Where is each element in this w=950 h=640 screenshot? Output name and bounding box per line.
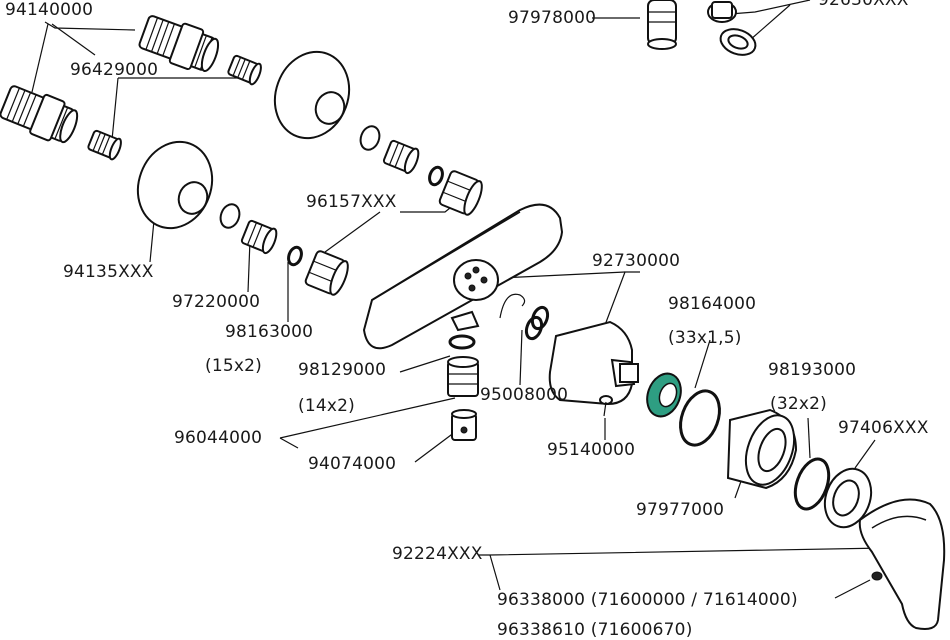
label-94140000: 94140000 bbox=[5, 0, 94, 20]
label-97220000: 97220000 bbox=[172, 292, 261, 312]
label-98164000-size: (33x1,5) bbox=[668, 328, 742, 348]
label-92630xxx: 92630XXX bbox=[818, 0, 909, 10]
label-98193000-size: (32x2) bbox=[770, 394, 827, 414]
thermostat-cartridge-92730000 bbox=[548, 320, 639, 406]
label-96044000: 96044000 bbox=[174, 428, 263, 448]
clip-95008000 bbox=[499, 293, 550, 341]
cap-97406xxx bbox=[823, 467, 873, 529]
check-valve-upper-96429000 bbox=[227, 54, 262, 86]
label-95140000: 95140000 bbox=[547, 440, 636, 460]
label-98164000: 98164000 bbox=[668, 294, 757, 314]
union-nut-upper-96157xxx bbox=[438, 170, 483, 216]
nipple-upper-97220000 bbox=[382, 139, 420, 175]
handle-92224xxx bbox=[858, 498, 946, 630]
label-98129000: 98129000 bbox=[298, 360, 387, 380]
nipple-lower-97220000 bbox=[240, 219, 278, 255]
label-97978000: 97978000 bbox=[508, 8, 597, 28]
union-nut-lower-96157xxx bbox=[304, 250, 349, 296]
oring-98164000 bbox=[679, 389, 721, 447]
label-96338000: 96338000 (71600000 / 71614000) bbox=[497, 590, 798, 610]
label-98193000: 98193000 bbox=[768, 360, 857, 380]
washer-upper bbox=[359, 125, 381, 151]
label-92224xxx: 92224XXX bbox=[392, 544, 483, 564]
oring-98193000 bbox=[793, 457, 831, 511]
check-valve-lower-96429000 bbox=[87, 129, 122, 161]
aerator-92630xxx bbox=[707, 1, 757, 56]
connector-upper-94140000 bbox=[138, 15, 220, 73]
cartridge-97978000 bbox=[647, 0, 677, 50]
rosette-upper-94135xxx bbox=[273, 50, 351, 140]
sleeve-97977000 bbox=[726, 408, 798, 490]
label-96157xxx: 96157XXX bbox=[306, 192, 397, 212]
set-screw-96338000 bbox=[871, 571, 883, 581]
label-94074000: 94074000 bbox=[308, 454, 397, 474]
insert-94074000 bbox=[451, 409, 477, 441]
label-92730000: 92730000 bbox=[592, 251, 681, 271]
label-94135xxx: 94135XXX bbox=[63, 262, 154, 282]
label-98163000: 98163000 bbox=[225, 322, 314, 342]
label-96429000: 96429000 bbox=[70, 60, 159, 80]
rosette-lower-94135xxx bbox=[136, 140, 214, 230]
oring-lower-98163000 bbox=[287, 245, 303, 267]
mixer-body bbox=[362, 203, 564, 350]
label-96338610: 96338610 (71600670) bbox=[497, 620, 693, 640]
label-97977000: 97977000 bbox=[636, 500, 725, 520]
screw-95140000 bbox=[599, 395, 613, 417]
label-97406xxx: 97406XXX bbox=[838, 418, 929, 438]
label-95008000: 95008000 bbox=[480, 385, 569, 405]
cartridge-ring bbox=[646, 372, 682, 418]
label-98129000-size: (14x2) bbox=[298, 396, 355, 416]
leader-lines bbox=[31, 0, 886, 599]
oring-98129000 bbox=[448, 334, 476, 350]
connector-lower-94140000 bbox=[0, 85, 79, 144]
oring-upper-98163000 bbox=[428, 165, 444, 187]
adapter-96044000 bbox=[447, 356, 479, 397]
washer-lower bbox=[219, 203, 241, 229]
label-98163000-size: (15x2) bbox=[205, 356, 262, 376]
